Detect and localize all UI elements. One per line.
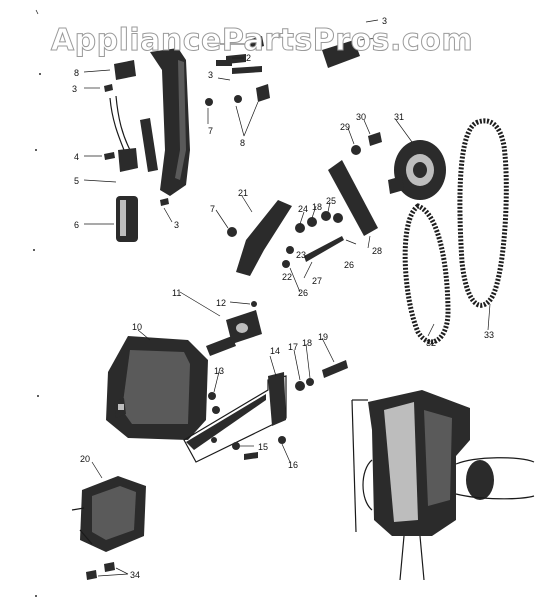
callout-1: 1 — [254, 40, 259, 50]
callout-22: 22 — [282, 272, 292, 282]
callout-15: 15 — [258, 442, 268, 452]
callout-8: 8 — [240, 138, 245, 148]
callout-3: 3 — [174, 220, 179, 230]
callout-7: 7 — [208, 126, 213, 136]
callout-6: 6 — [74, 220, 79, 230]
controller-block-group — [71, 476, 146, 580]
callout-3: 3 — [72, 84, 77, 94]
callout-2: 2 — [246, 53, 251, 63]
callout-20: 20 — [80, 454, 90, 464]
callout-14: 14 — [270, 346, 280, 356]
callout-18: 18 — [312, 202, 322, 212]
callout-16: 16 — [288, 460, 298, 470]
callout-12: 12 — [216, 298, 226, 308]
pulley-and-belts-group — [351, 118, 509, 345]
machine-head-inset — [351, 390, 535, 581]
callout-5: 5 — [74, 176, 79, 186]
callout-3: 3 — [208, 70, 213, 80]
callout-31: 31 — [394, 112, 404, 122]
callout-25: 25 — [326, 196, 336, 206]
callout-34: 34 — [130, 570, 140, 580]
callout-18: 18 — [302, 338, 312, 348]
callout-23: 23 — [296, 250, 306, 260]
callout-10: 10 — [132, 322, 142, 332]
linkage-group — [227, 160, 378, 276]
callout-13: 13 — [214, 366, 224, 376]
callout-32: 32 — [426, 338, 436, 348]
callout-labels: 1 2 3 3 3 3 4 5 6 7 7 8 8 10 11 12 13 14… — [72, 16, 494, 580]
top-bracket-group — [114, 36, 360, 196]
callout-3: 3 — [382, 16, 387, 26]
callout-26: 26 — [298, 288, 308, 298]
motor-assembly-group — [106, 301, 262, 440]
callout-26: 26 — [344, 260, 354, 270]
callout-21: 21 — [238, 188, 248, 198]
callout-19: 19 — [318, 332, 328, 342]
scan-specks — [33, 9, 41, 597]
callout-29: 29 — [340, 122, 350, 132]
callout-30: 30 — [356, 112, 366, 122]
callout-24: 24 — [298, 204, 308, 214]
callout-7: 7 — [210, 204, 215, 214]
callout-28: 28 — [372, 246, 382, 256]
watermark-text: AppliancePartsPros.com — [51, 23, 473, 58]
cord-and-spool-group — [104, 84, 169, 242]
motor-bracket-group — [183, 360, 348, 463]
callout-8: 8 — [74, 68, 79, 78]
callout-27: 27 — [312, 276, 322, 286]
leader-lines — [83, 19, 491, 577]
callout-33: 33 — [484, 330, 494, 340]
callout-4: 4 — [74, 152, 79, 162]
callout-11: 11 — [172, 288, 181, 298]
callout-17: 17 — [288, 342, 298, 352]
